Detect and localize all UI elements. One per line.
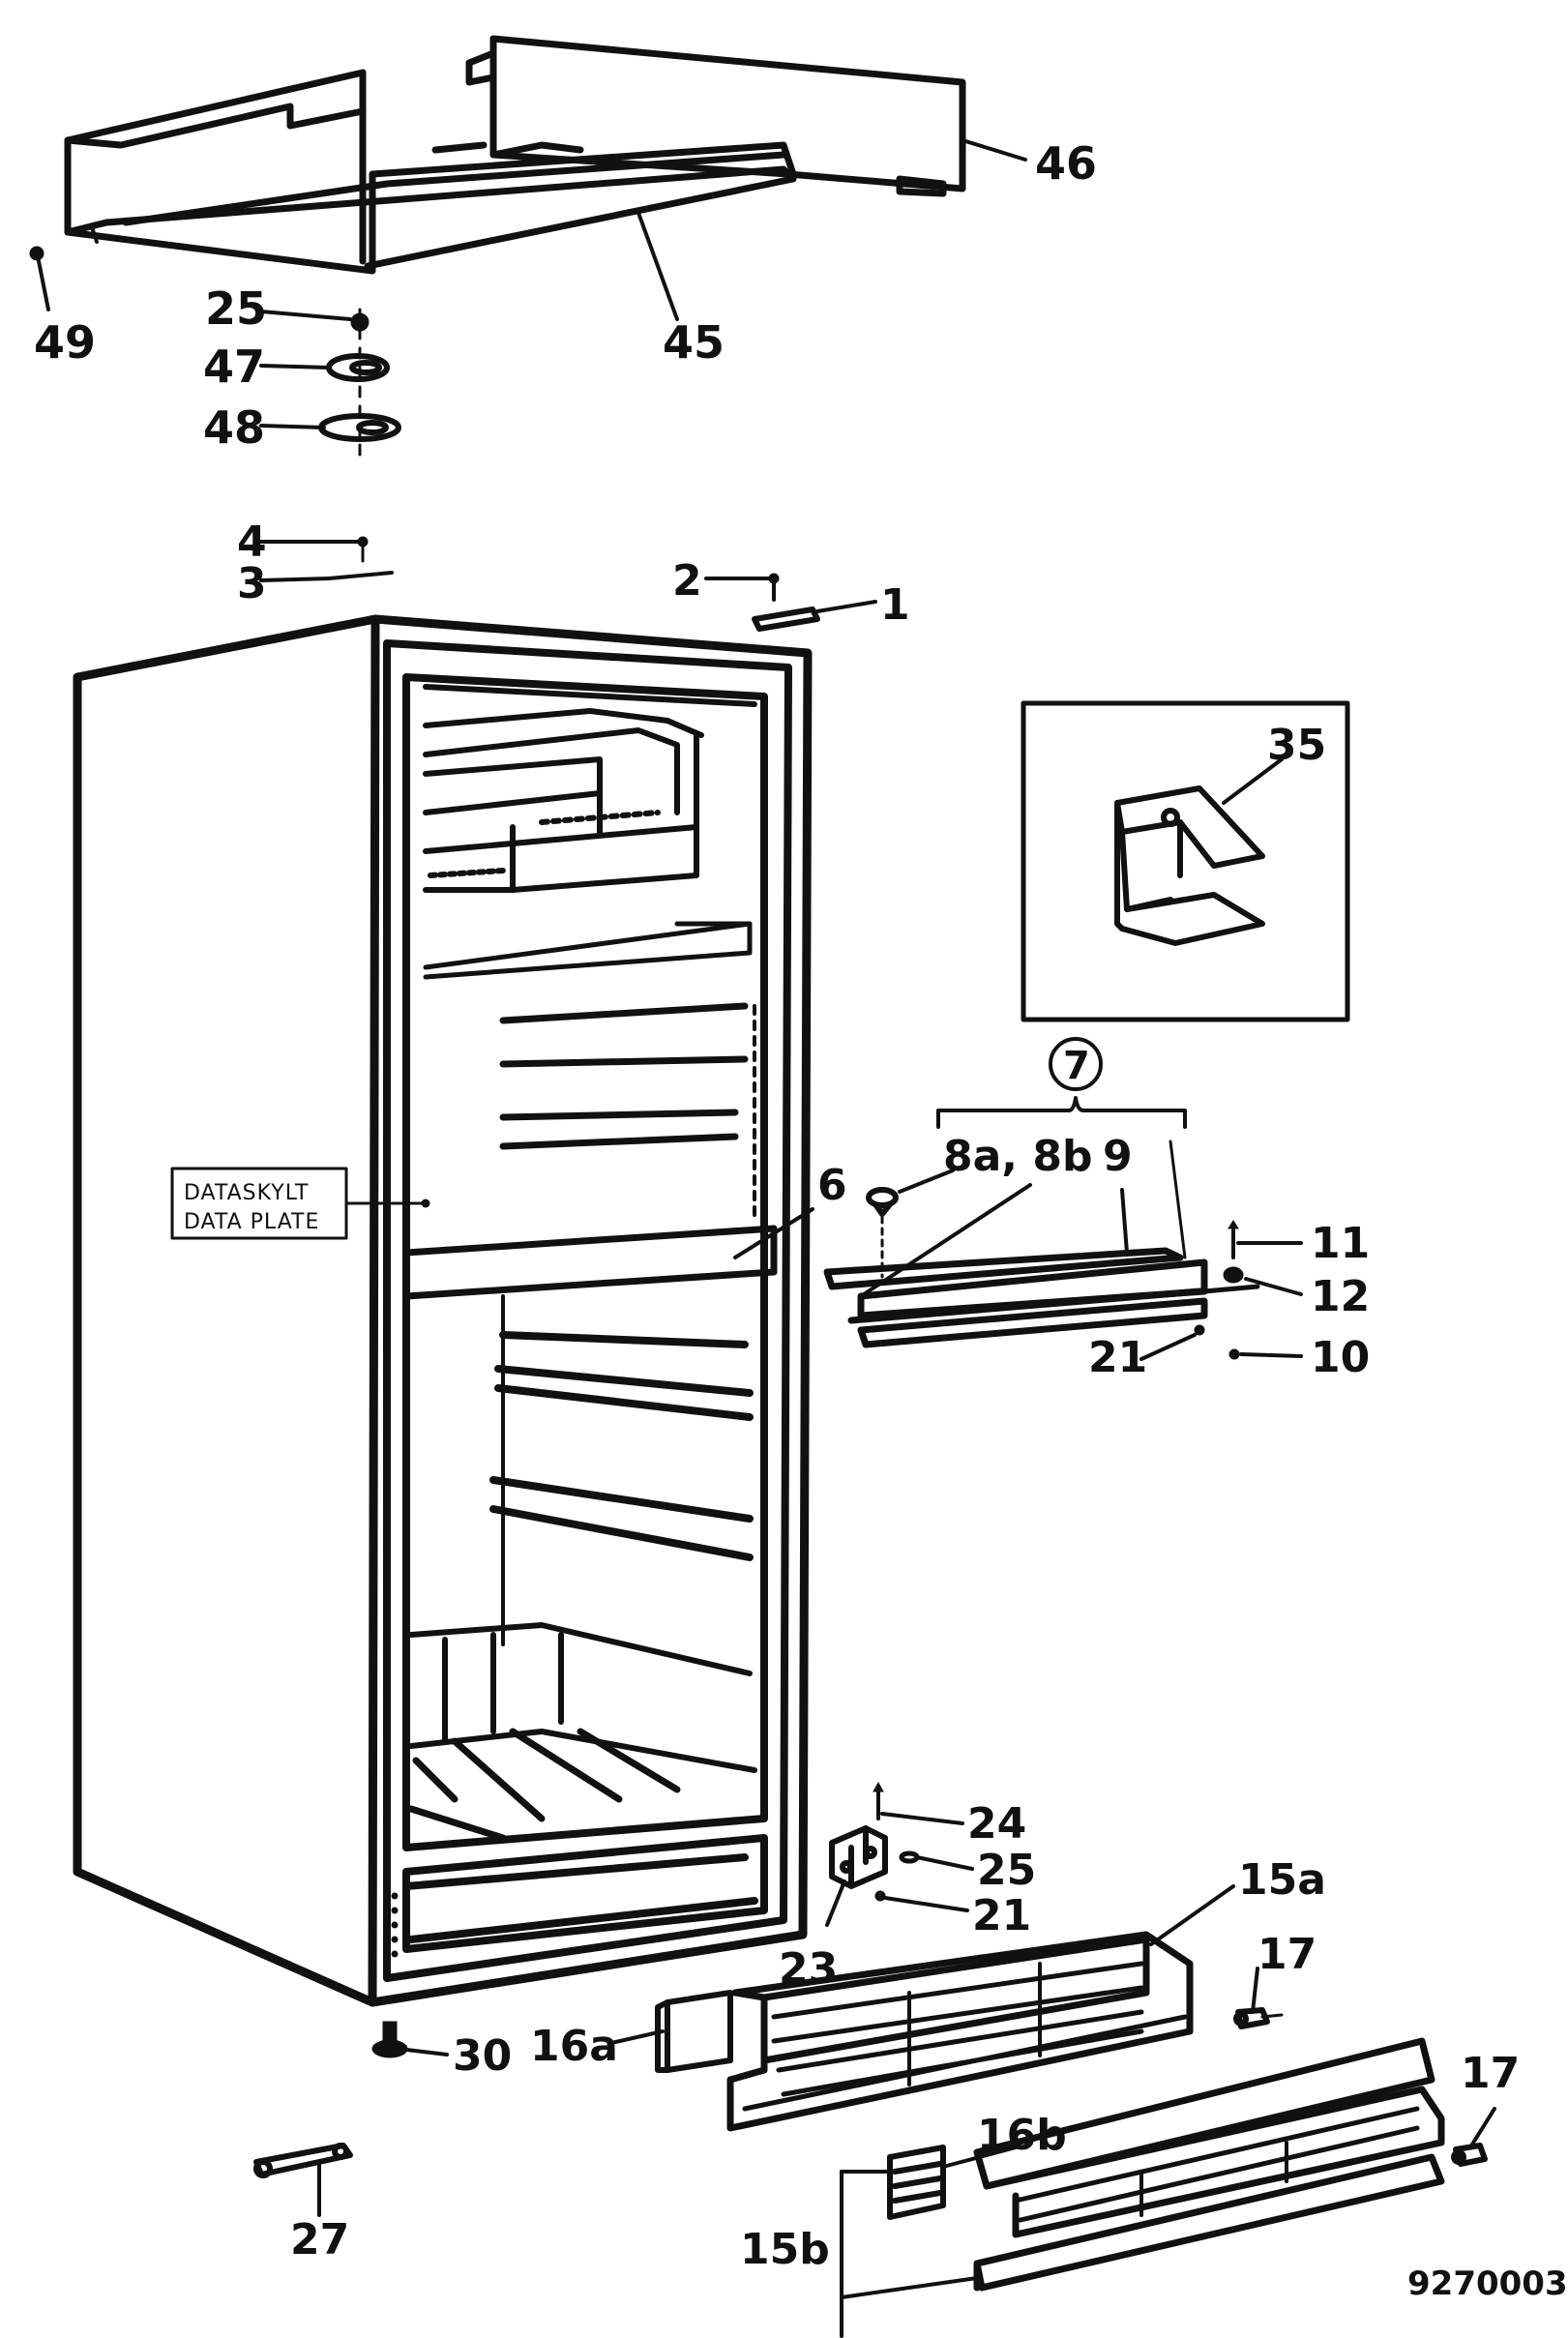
data-plate-label: DATASKYLT DATA PLATE [170,1167,430,1240]
foot-30 [371,2021,408,2058]
callout-15a: 15a [1238,1855,1326,1905]
grille-15b [973,2037,1445,2292]
crisper-bottom [407,1728,681,1842]
brace-7 [936,1037,1187,1129]
screw-2 [768,573,780,602]
callout-24: 24 [967,1799,1026,1849]
hinge-pin-1 [752,607,820,632]
callout-30: 30 [453,2031,512,2081]
callout-21-lower: 21 [972,1891,1031,1940]
callout-1: 1 [880,580,910,630]
washer-25-hinge [899,1850,920,1864]
side-holes [391,1815,787,1958]
washer-47 [326,353,390,382]
callout-15b: 15b [740,2225,830,2274]
callout-17-upper: 17 [1257,1930,1317,1979]
drawing-number: 92700039 [1407,2264,1568,2303]
top-frame-45 [64,69,797,275]
callout-21-upper: 21 [1088,1333,1147,1382]
callout-11: 11 [1311,1219,1370,1268]
callout-labels: 46 45 49 25 47 48 4 3 2 1 35 7 8a, 8b 9 … [34,137,1568,2303]
callout-8a-8b: 8a, 8b [943,1132,1092,1181]
vent-cover-16a [655,1990,733,2073]
cabinet-body [73,614,813,2007]
callout-12: 12 [1311,1272,1370,1321]
callout-9: 9 [1103,1132,1133,1181]
screw-10 [1228,1348,1240,1360]
screw-4 [357,536,369,563]
callout-27: 27 [290,2215,349,2264]
callout-7: 7 [1063,1044,1090,1088]
freezer-compartment [423,708,704,893]
data-plate-line1: DATASKYLT [184,1181,309,1205]
screw-21-lower [874,1890,886,1902]
callout-16b: 16b [977,2111,1067,2160]
shelf-rails-lower [489,1294,754,1646]
leader-lines [37,138,1496,2338]
grille-15a [726,1931,1194,2132]
top-box-46 [431,35,966,197]
callout-23: 23 [779,1944,838,1994]
screw-21-upper [1194,1324,1205,1336]
callout-16a: 16a [530,2022,618,2071]
callout-35: 35 [1267,721,1326,770]
callout-3: 3 [237,559,267,608]
screw-17-upper [1233,2007,1284,2029]
screw-24 [873,1781,884,1820]
data-plate-line2: DATA PLATE [184,1210,319,1234]
callout-2: 2 [672,556,702,606]
bottom-drawer-recess [402,1834,768,1953]
callout-49: 49 [34,316,96,369]
callout-47: 47 [203,340,265,393]
callout-46: 46 [1035,137,1097,190]
shelf-rails-upper [499,1002,756,1221]
shelf-rail-end-8ab [866,1187,899,1279]
washer-3 [327,571,394,580]
callout-10: 10 [1311,1333,1370,1382]
nut-12 [1201,1266,1260,1294]
callout-25-top: 25 [205,282,267,335]
shelf-6 [402,1225,778,1300]
screw-11 [1228,1220,1239,1259]
screw-49 [29,246,44,261]
callout-17-lower: 17 [1461,2049,1520,2098]
bracket-35 [1114,785,1265,946]
callout-4: 4 [237,518,267,567]
callout-25-hinge: 25 [977,1846,1036,1895]
callout-6: 6 [817,1161,847,1210]
callout-45: 45 [663,316,725,369]
callout-48: 48 [203,401,265,454]
vent-cover-16b [887,2145,946,2220]
hinge-23 [829,1825,888,1889]
inset-box [1021,700,1350,1022]
evaporator-plate [423,921,753,980]
wrench-27 [253,2143,353,2178]
